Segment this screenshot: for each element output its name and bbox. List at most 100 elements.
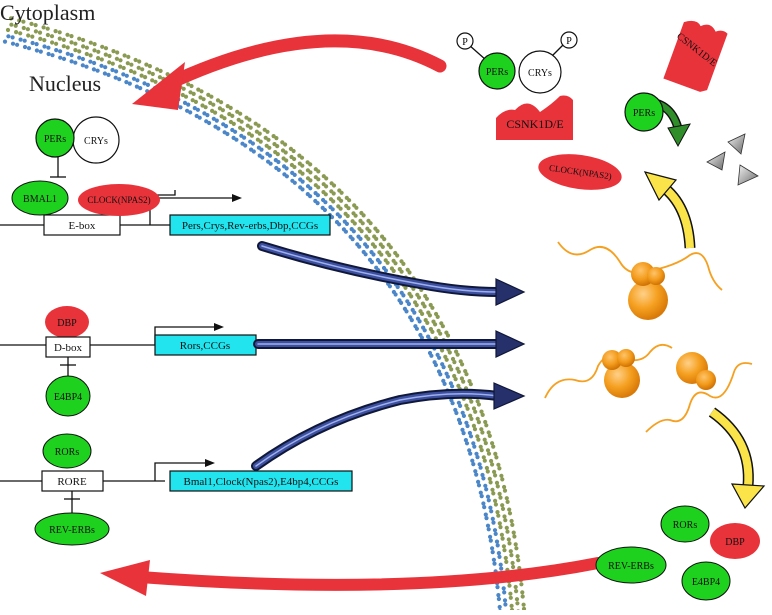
membrane-dot (496, 593, 501, 598)
membrane-dot (495, 543, 500, 548)
membrane-dot (479, 448, 484, 453)
membrane-dot (419, 335, 424, 340)
membrane-dot (30, 40, 35, 46)
membrane-dot (283, 150, 288, 155)
membrane-dot (267, 145, 272, 150)
membrane-dot (240, 127, 245, 132)
membrane-dot (34, 42, 39, 47)
membrane-dot (140, 67, 145, 72)
membrane-dot (501, 544, 506, 549)
membrane-dot (69, 40, 74, 45)
membrane-dot (492, 561, 497, 566)
membrane-dot (13, 23, 18, 28)
membrane-dot (128, 68, 134, 74)
membrane-dot (46, 45, 51, 50)
membrane-dot (99, 63, 104, 68)
membrane-dot (485, 448, 491, 453)
membrane-dot (42, 44, 47, 49)
membrane-dot (508, 549, 513, 554)
membrane-dot (61, 37, 66, 43)
membrane-dot (214, 118, 219, 123)
membrane-dot (483, 419, 488, 425)
membrane-dot (14, 29, 19, 35)
mrna-export-arrows (251, 241, 526, 471)
membrane-dot (476, 437, 481, 442)
membrane-dot (37, 30, 43, 35)
membrane-dot (215, 98, 221, 103)
membrane-dot (46, 51, 51, 57)
membrane-dot (471, 406, 477, 411)
ebox-element-label: E-box (69, 220, 96, 232)
membrane-dot (324, 176, 329, 181)
membrane-dot (513, 542, 518, 547)
membrane-dot (479, 494, 484, 499)
membrane-dot (490, 546, 495, 551)
membrane-dot (77, 36, 82, 41)
membrane-dot (100, 44, 105, 49)
membrane-dot (92, 42, 97, 47)
membrane-dot (65, 32, 70, 37)
membrane-dot (233, 129, 238, 134)
membrane-dot (512, 534, 517, 539)
membrane-dot (430, 329, 435, 334)
yellow-arrow-up (643, 171, 696, 249)
membrane-dot (73, 48, 78, 53)
membrane-dot (371, 252, 376, 257)
membrane-dot (77, 55, 82, 60)
rors-bound (42, 433, 92, 469)
membrane-dot (491, 520, 496, 525)
membrane-dot (502, 484, 507, 490)
membrane-dot (38, 36, 43, 42)
membrane-dot (514, 597, 520, 602)
membrane-dot (34, 48, 40, 53)
membrane-dot (242, 135, 247, 140)
membrane-dot (464, 372, 469, 377)
membrane-dot (391, 268, 396, 274)
membrane-dot (490, 516, 495, 522)
membrane-dot (157, 75, 162, 80)
membrane-dot (486, 527, 491, 532)
membrane-dot (41, 25, 46, 30)
membrane-dot (57, 30, 62, 35)
membrane-dot (346, 206, 351, 211)
membrane-dot (491, 557, 496, 562)
membrane-dot (18, 37, 23, 42)
cytoplasm-label: Cytoplasm (0, 0, 95, 25)
membrane-dot (482, 437, 487, 442)
membrane-dot (139, 73, 144, 78)
membrane-dot (61, 44, 66, 49)
membrane-dot (482, 505, 487, 510)
membrane-dot (183, 94, 189, 99)
fragment-icon (727, 133, 746, 155)
membrane-dot (206, 92, 211, 97)
membrane-dot (323, 200, 328, 205)
membrane-dot (300, 163, 305, 168)
membrane-dot (248, 125, 253, 130)
membrane-dot (503, 555, 508, 561)
membrane-dot (471, 441, 476, 446)
membrane-dot (498, 525, 503, 530)
membrane-dot (250, 141, 255, 146)
rors-product-label: RORs (673, 520, 698, 531)
membrane-dot (486, 451, 492, 456)
membrane-dot (2, 39, 8, 44)
membrane-dot (10, 35, 15, 40)
membrane-dot (475, 455, 480, 460)
membrane-dot (353, 213, 358, 218)
dbp-bound (45, 306, 89, 338)
membrane-dot (124, 73, 129, 78)
membrane-dot (121, 65, 126, 71)
membrane-dot (497, 604, 502, 610)
membrane-dot (276, 159, 281, 165)
membrane-dot (406, 301, 411, 307)
membrane-dot (500, 506, 506, 511)
membrane-dot (185, 108, 190, 113)
membrane-dot (110, 61, 115, 66)
membrane-dot (485, 469, 490, 474)
membrane-dot (445, 333, 451, 338)
membrane-dot (486, 430, 491, 435)
membrane-dot (395, 284, 400, 290)
membrane-dot (147, 70, 152, 75)
bmal1 (11, 180, 69, 216)
